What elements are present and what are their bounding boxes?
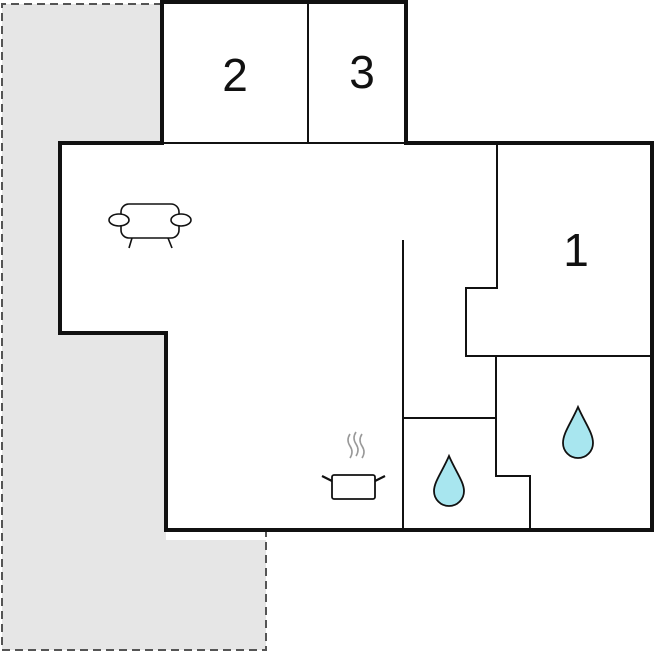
- sofa-icon: [108, 203, 192, 249]
- terrace-area: [2, 4, 266, 650]
- terrace-border: [1, 3, 267, 651]
- room-number-1: 1: [563, 224, 589, 276]
- interior-walls: [162, 2, 652, 530]
- exterior-wall: [58, 0, 654, 532]
- room-number-2: 2: [222, 49, 248, 101]
- room-number-3: 3: [349, 46, 375, 98]
- cooking-pot-icon: [321, 431, 386, 500]
- water-drop-icon: [433, 453, 465, 507]
- water-drop-icon: [562, 404, 594, 459]
